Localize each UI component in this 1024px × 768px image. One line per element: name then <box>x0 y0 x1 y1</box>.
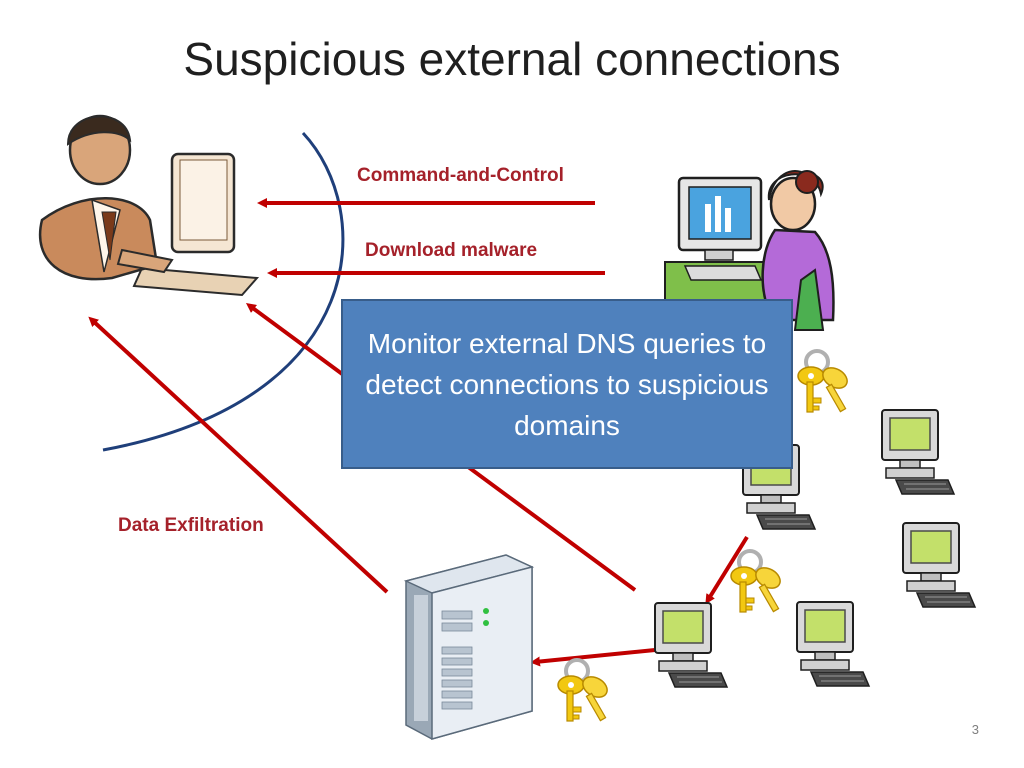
key-icon <box>556 658 613 723</box>
data-exfiltration-arrow <box>88 316 389 594</box>
attacker-icon <box>38 114 260 297</box>
data-exfiltration-label: Data Exfiltration <box>118 515 264 536</box>
workstation-icon <box>654 602 728 688</box>
download-malware-label: Download malware <box>365 240 538 261</box>
lateral-movement-arrow <box>705 535 749 605</box>
key-icon <box>796 349 853 414</box>
dns-monitoring-callout: Monitor external DNS queries to detect c… <box>341 299 793 469</box>
slide-title: Suspicious external connections <box>183 33 841 85</box>
server-icon <box>403 554 535 740</box>
victim-user-icon <box>664 170 835 331</box>
callout-text: Monitor external DNS queries to detect c… <box>365 327 769 441</box>
workstation-icon <box>881 409 955 495</box>
workstation-icon <box>902 522 976 608</box>
to-server-arrow <box>530 648 656 667</box>
page-number: 3 <box>971 722 979 737</box>
key-icon <box>729 549 786 614</box>
command-and-control-label: Command-and-Control <box>357 165 564 186</box>
workstation-icon <box>796 601 870 687</box>
